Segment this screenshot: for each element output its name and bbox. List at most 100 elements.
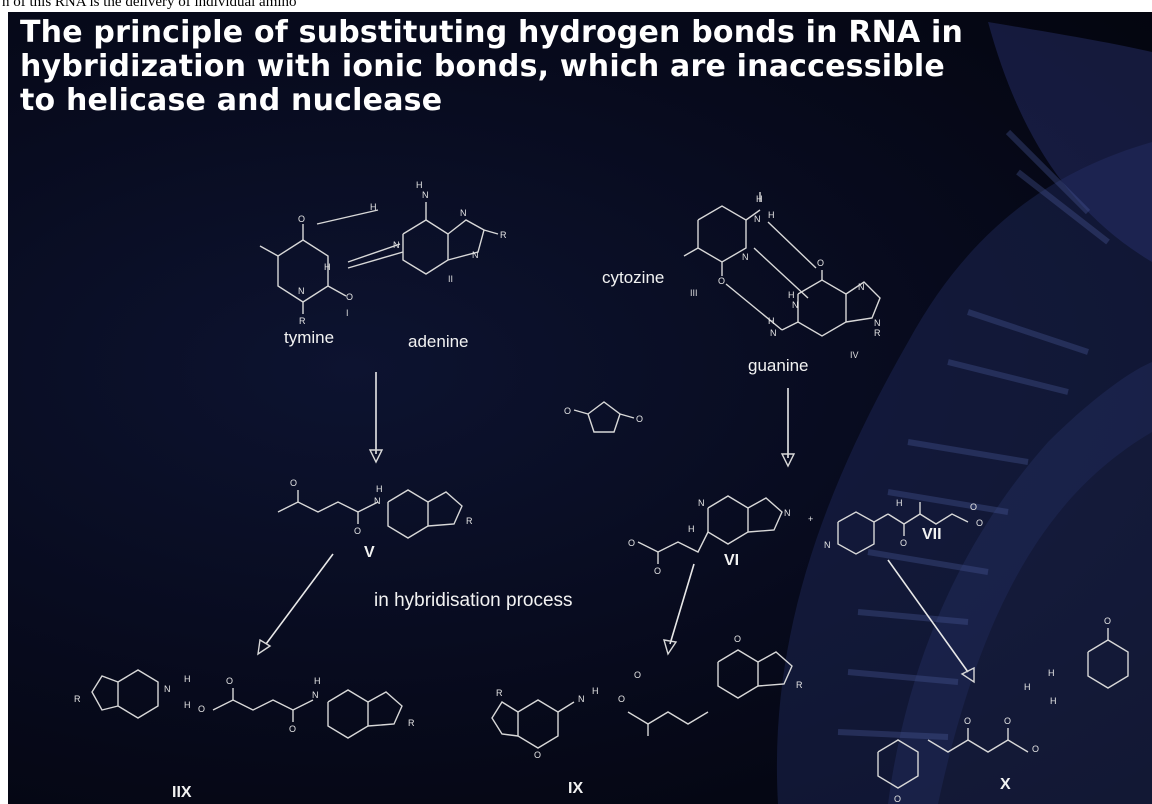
svg-text:O: O	[634, 670, 641, 680]
title-line-1: The principle of substituting hydrogen b…	[20, 15, 964, 50]
svg-text:N: N	[770, 328, 777, 338]
svg-text:N: N	[298, 286, 305, 296]
svg-text:O: O	[894, 794, 901, 804]
svg-text:H: H	[1048, 668, 1055, 678]
label-adenine: adenine	[408, 332, 469, 351]
reaction-arrows	[257, 372, 975, 684]
svg-text:H: H	[1024, 682, 1031, 692]
svg-text:H: H	[184, 700, 191, 710]
svg-text:R: R	[496, 688, 503, 698]
svg-text:O: O	[618, 694, 625, 704]
svg-text:O: O	[817, 258, 824, 268]
svg-text:R: R	[408, 718, 415, 728]
svg-text:H: H	[768, 316, 775, 326]
compound-label-vi: VI	[724, 552, 740, 569]
svg-text:O: O	[654, 566, 661, 576]
svg-text:O: O	[534, 750, 541, 760]
reaction-scheme: O O N H R N N H N N R H	[74, 180, 1129, 804]
svg-text:O: O	[226, 676, 233, 686]
svg-text:R: R	[500, 230, 507, 240]
svg-text:N: N	[792, 300, 799, 310]
svg-text:O: O	[354, 526, 361, 536]
compound-ix-structure: R N H O O O O R	[491, 634, 803, 760]
svg-text:O: O	[1004, 716, 1011, 726]
svg-text:+: +	[808, 514, 813, 524]
adenine-structure: N N H N N R H	[316, 180, 507, 275]
svg-text:O: O	[734, 634, 741, 644]
svg-text:H: H	[756, 194, 763, 204]
svg-text:N: N	[312, 690, 319, 700]
svg-text:R: R	[299, 316, 306, 326]
svg-text:N: N	[164, 684, 171, 694]
svg-text:H: H	[688, 524, 695, 534]
thymine-structure: O O N H R	[259, 214, 353, 326]
svg-text:O: O	[628, 538, 635, 548]
label-guanine: guanine	[748, 356, 809, 375]
svg-text:H: H	[184, 674, 191, 684]
svg-text:R: R	[466, 516, 473, 526]
svg-text:N: N	[742, 252, 749, 262]
svg-text:H: H	[1050, 696, 1057, 706]
cropped-caption-text: n of this RNA is the delivery of individ…	[2, 0, 297, 10]
svg-text:N: N	[578, 694, 585, 704]
svg-text:O: O	[198, 704, 205, 714]
label-hybridisation-process: in hybridisation process	[374, 590, 573, 611]
compound-label-x: X	[1000, 776, 1011, 793]
svg-text:H: H	[370, 202, 377, 212]
compound-x-structure: O H H H O O O O	[877, 616, 1129, 804]
svg-text:O: O	[346, 292, 353, 302]
svg-text:O: O	[564, 406, 571, 416]
svg-text:N: N	[374, 496, 381, 506]
svg-text:O: O	[1104, 616, 1111, 626]
compound-label-ix: IX	[568, 780, 584, 797]
svg-text:N: N	[824, 540, 831, 550]
svg-text:O: O	[718, 276, 725, 286]
compound-label-iix: IIX	[172, 784, 192, 801]
svg-text:H: H	[376, 484, 383, 494]
compound-label-v: V	[364, 544, 375, 561]
svg-text:H: H	[416, 180, 423, 190]
svg-text:N: N	[858, 282, 865, 292]
slide: The principle of substituting hydrogen b…	[8, 12, 1152, 804]
label-cytozine: cytozine	[602, 268, 665, 287]
svg-text:H: H	[768, 210, 775, 220]
svg-text:O: O	[976, 518, 983, 528]
svg-text:N: N	[472, 250, 479, 260]
svg-text:O: O	[900, 538, 907, 548]
compound-iix-structure: R N H H O O O N H R	[74, 669, 415, 739]
compound-v-structure: O O N H R	[277, 478, 473, 539]
cytosine-structure: N H H O N	[683, 192, 817, 331]
title-line-3: to helicase and nuclease	[20, 83, 443, 118]
label-tymine: tymine	[284, 328, 335, 347]
svg-text:H: H	[788, 290, 795, 300]
svg-text:O: O	[289, 724, 296, 734]
svg-text:N: N	[784, 508, 791, 518]
svg-text:H: H	[592, 686, 599, 696]
svg-text:N: N	[460, 208, 467, 218]
succinic-anhydride-structure: O O	[564, 401, 643, 433]
compound-label-i: I	[346, 308, 349, 318]
guanine-structure: O N H H N N R N	[768, 258, 881, 338]
compound-label-vii: VII	[922, 526, 942, 543]
title-line-2: hybridization with ionic bonds, which ar…	[20, 49, 945, 84]
svg-text:R: R	[74, 694, 81, 704]
svg-text:R: R	[874, 328, 881, 338]
svg-text:H: H	[314, 676, 321, 686]
svg-text:O: O	[298, 214, 305, 224]
svg-text:H: H	[896, 498, 903, 508]
svg-text:N: N	[698, 498, 705, 508]
compound-label-ii: II	[448, 274, 454, 284]
svg-text:N: N	[422, 190, 429, 200]
compound-vi-structure: O O N H N +	[628, 495, 813, 576]
svg-text:O: O	[636, 414, 643, 424]
svg-text:O: O	[1032, 744, 1039, 754]
svg-text:O: O	[964, 716, 971, 726]
compound-vii-structure: O O O H N	[824, 498, 983, 555]
top-text-strip: n of this RNA is the delivery of individ…	[0, 0, 1152, 12]
svg-text:H: H	[324, 262, 331, 272]
dna-helix-background	[776, 22, 1152, 804]
svg-text:O: O	[290, 478, 297, 488]
svg-text:N: N	[754, 214, 761, 224]
svg-text:R: R	[796, 680, 803, 690]
svg-text:N: N	[874, 318, 881, 328]
